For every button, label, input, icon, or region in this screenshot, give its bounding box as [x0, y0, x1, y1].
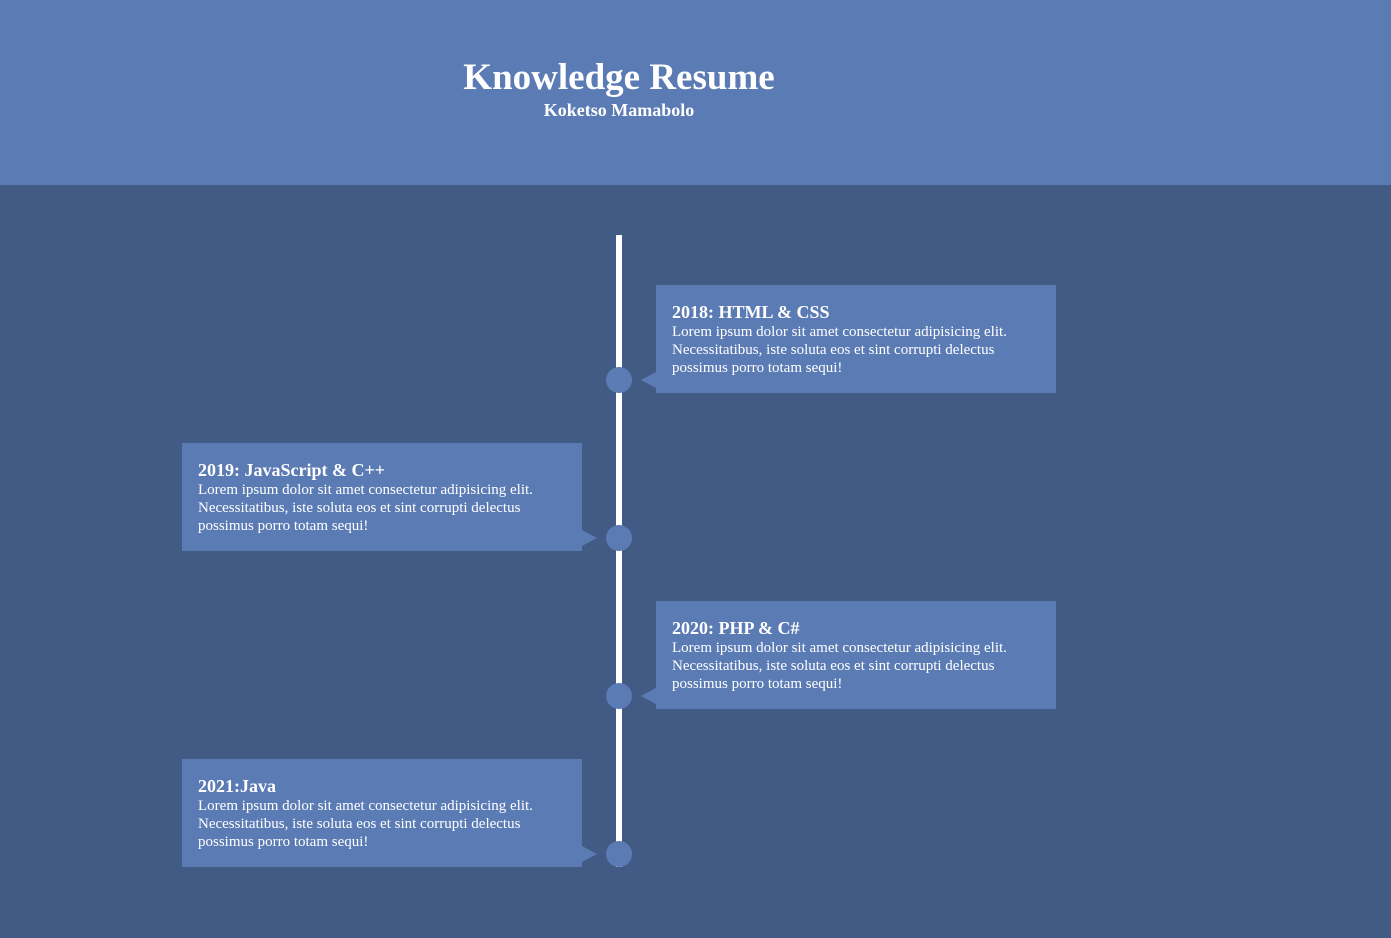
timeline-card: 2020: PHP & C# Lorem ipsum dolor sit ame… [641, 601, 1056, 709]
timeline-card: 2021:Java Lorem ipsum dolor sit amet con… [182, 759, 597, 867]
timeline-dot [606, 367, 632, 393]
card-heading: 2019: JavaScript & C++ [198, 460, 385, 480]
page-header: Knowledge Resume Koketso Mamabolo [0, 0, 1391, 185]
page-subtitle: Koketso Mamabolo [543, 100, 695, 120]
timeline-dot [606, 841, 632, 867]
card-pointer [641, 372, 656, 388]
card-heading: 2021:Java [198, 776, 276, 796]
card-text: Lorem ipsum dolor sit amet consectetur a… [198, 798, 533, 850]
timeline-dot [606, 683, 632, 709]
card-text: Lorem ipsum dolor sit amet consectetur a… [198, 482, 533, 534]
page-title: Knowledge Resume [463, 57, 775, 98]
card-pointer [641, 688, 656, 704]
card-text: Lorem ipsum dolor sit amet consectetur a… [672, 640, 1007, 692]
card-pointer [582, 846, 597, 862]
timeline-card: 2019: JavaScript & C++ Lorem ipsum dolor… [182, 443, 597, 551]
card-pointer [582, 530, 597, 546]
card-heading: 2020: PHP & C# [672, 618, 800, 638]
timeline-card: 2018: HTML & CSS Lorem ipsum dolor sit a… [641, 285, 1056, 393]
card-heading: 2018: HTML & CSS [672, 302, 830, 322]
card-text: Lorem ipsum dolor sit amet consectetur a… [672, 324, 1007, 376]
timeline-dot [606, 525, 632, 551]
timeline: 2018: HTML & CSS Lorem ipsum dolor sit a… [0, 185, 1391, 938]
timeline-line [616, 235, 622, 867]
